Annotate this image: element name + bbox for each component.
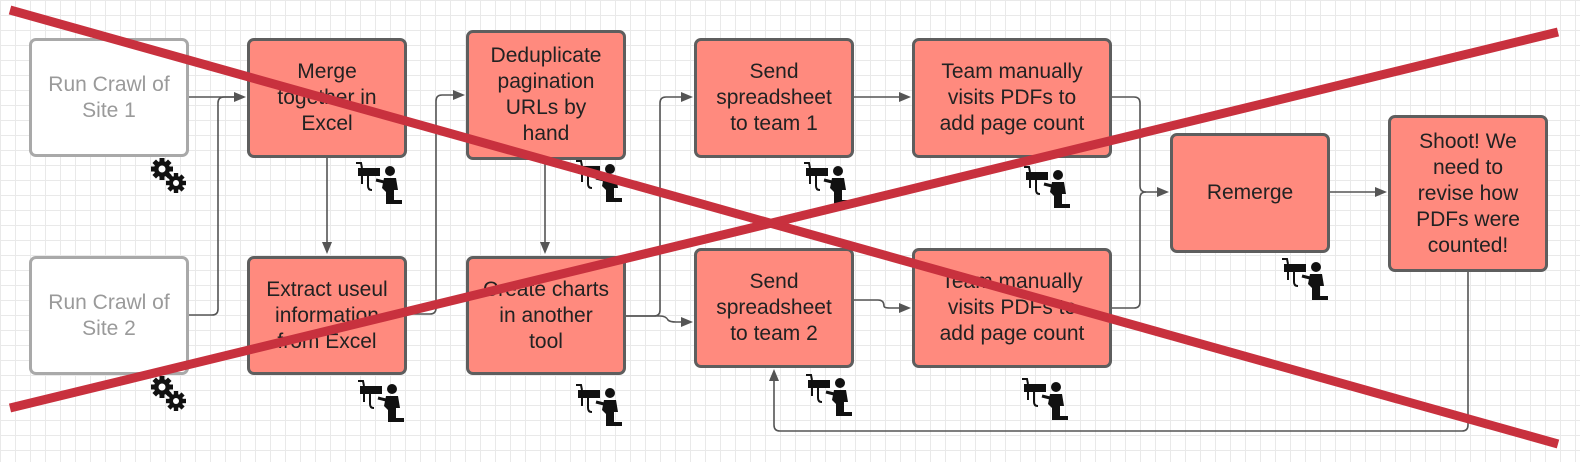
arrowhead (453, 90, 465, 100)
edge-visit2-remerge (1112, 191, 1147, 309)
edge-crawl2-merge (189, 96, 236, 316)
manual-worker-icon (354, 160, 406, 204)
arrowhead (1157, 187, 1169, 197)
arrowhead (681, 92, 693, 102)
node-deduplicate-urls[interactable]: Deduplicate pagination URLs by hand (466, 30, 626, 160)
arrowhead (899, 303, 911, 313)
node-send-spreadsheet-team-1[interactable]: Send spreadsheet to team 1 (694, 38, 854, 158)
arrowhead (899, 92, 911, 102)
arrowhead (234, 92, 246, 102)
edge-charts-send1 (625, 96, 690, 317)
edge-shoot-send2 (773, 272, 1469, 432)
arrowhead (681, 317, 693, 327)
manual-worker-icon (804, 372, 856, 416)
manual-worker-icon (574, 158, 626, 202)
manual-worker-icon (574, 382, 626, 426)
manual-worker-icon (1022, 164, 1074, 208)
node-send-spreadsheet-team-2[interactable]: Send spreadsheet to team 2 (694, 248, 854, 368)
node-create-charts[interactable]: Create charts in another tool (466, 256, 626, 375)
gears-icon (148, 155, 190, 197)
manual-worker-icon (1020, 376, 1072, 420)
edge-send2-visit2 (854, 299, 908, 309)
manual-worker-icon (356, 378, 408, 422)
manual-worker-icon (1280, 256, 1332, 300)
node-run-crawl-site-2[interactable]: Run Crawl of Site 2 (29, 256, 189, 375)
arrowhead (540, 242, 550, 254)
node-merge-in-excel[interactable]: Merge together in Excel (247, 38, 407, 158)
arrowhead (1375, 187, 1387, 197)
node-shoot-revise-pdf-count[interactable]: Shoot! We need to revise how PDFs were c… (1388, 115, 1548, 272)
node-run-crawl-site-1[interactable]: Run Crawl of Site 1 (29, 38, 189, 157)
node-extract-information[interactable]: Extract useul information from Excel (247, 256, 407, 375)
node-team-visits-pdfs-2[interactable]: Team manually visits PDFs to add page co… (912, 248, 1112, 368)
node-remerge[interactable]: Remerge (1170, 133, 1330, 253)
edge-charts-send2 (625, 315, 690, 323)
arrowhead (322, 242, 332, 254)
gears-icon (148, 373, 190, 415)
edge-extract-dedupe (407, 94, 462, 315)
manual-worker-icon (802, 160, 854, 204)
edge-visit1-remerge (1112, 96, 1166, 193)
node-team-visits-pdfs-1[interactable]: Team manually visits PDFs to add page co… (912, 38, 1112, 158)
arrowhead (769, 369, 779, 381)
